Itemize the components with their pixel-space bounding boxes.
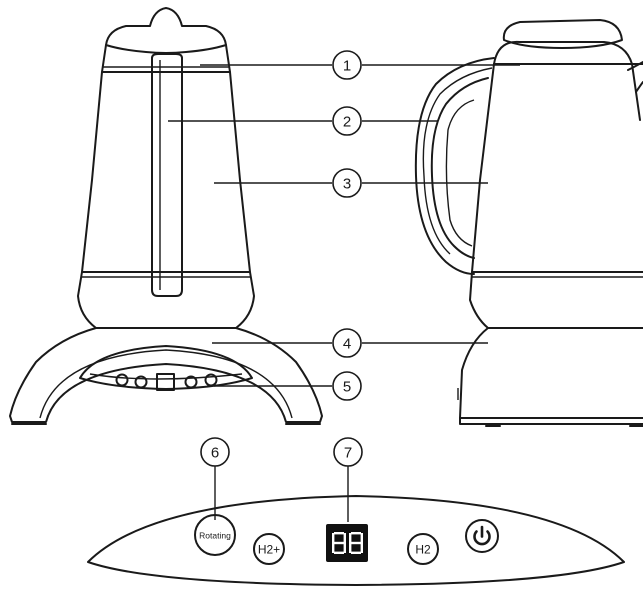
leader-lines: [168, 64, 520, 522]
control-panel: Rotating H2+: [87, 495, 625, 586]
base-side: [459, 327, 643, 419]
kettle-side-body: [469, 63, 643, 329]
h2-plus-button[interactable]: H2+: [253, 533, 285, 565]
control-panel-outline: [87, 495, 625, 586]
kettle-front-view: [9, 7, 323, 425]
callout-7: 7: [333, 437, 363, 467]
base-button-3: [184, 375, 198, 389]
control-recess: [79, 345, 253, 390]
led-display: [326, 524, 368, 562]
h2-button-label: H2: [415, 543, 431, 557]
base-button-2: [134, 375, 148, 389]
kettle-side-view: [414, 19, 643, 427]
led-digits: [332, 532, 363, 554]
base-front: [9, 327, 323, 423]
callout-7-label: 7: [344, 445, 352, 462]
callout-6: 6: [200, 437, 230, 467]
lid-knob: [105, 7, 227, 54]
handle-window: [445, 99, 475, 247]
lid-side: [502, 19, 623, 49]
rotating-button[interactable]: Rotating: [194, 514, 236, 556]
callout-5: 5: [332, 371, 362, 401]
power-icon: [473, 525, 491, 546]
callout-4: 4: [332, 328, 362, 358]
handle-side: [414, 57, 495, 275]
base-button-4: [204, 373, 218, 387]
callout-5-label: 5: [343, 379, 351, 396]
h2-button[interactable]: H2: [407, 533, 439, 565]
h2-plus-button-label: H2+: [258, 543, 280, 557]
callout-1-label: 1: [343, 58, 351, 75]
callout-3: 3: [332, 168, 362, 198]
callout-6-label: 6: [211, 445, 219, 462]
handle-front: [151, 53, 183, 297]
callout-2-label: 2: [343, 114, 351, 131]
callout-3-label: 3: [343, 176, 351, 193]
power-button[interactable]: [465, 519, 499, 553]
callout-2: 2: [332, 106, 362, 136]
callout-1: 1: [332, 50, 362, 80]
callout-4-label: 4: [343, 336, 351, 353]
base-display: [156, 373, 175, 391]
rotating-button-label: Rotating: [199, 531, 231, 541]
base-button-1: [115, 373, 129, 387]
kettle-body: [77, 44, 255, 329]
spout: [627, 61, 643, 71]
